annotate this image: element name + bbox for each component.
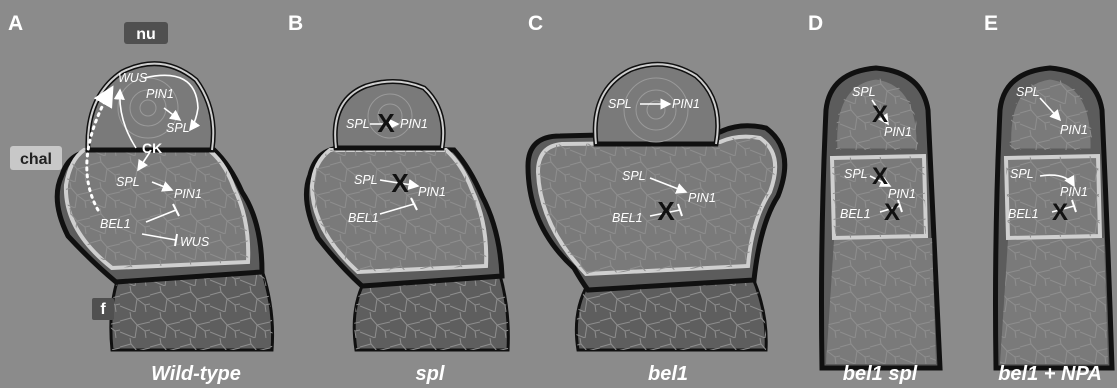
label-b-pin1-nu: PIN1 xyxy=(400,117,428,131)
block-b-nu: X xyxy=(377,108,395,138)
block-d-nu: X xyxy=(872,101,888,128)
label-d-pin1-nu: PIN1 xyxy=(884,125,912,139)
label-c-bel1: BEL1 xyxy=(612,211,643,225)
panel-a: nu chal f WUS PIN1 SPL CK SPL PIN1 BEL1 … xyxy=(10,22,273,350)
label-d-spl-ch: SPL xyxy=(844,167,868,181)
caption-e: bel1 + NPA xyxy=(998,363,1102,385)
chalaza-tag-text: chal xyxy=(20,151,52,168)
label-c-spl-nu: SPL xyxy=(608,97,632,111)
panel-letter-e: E xyxy=(984,12,998,35)
label-c-pin1-nu: PIN1 xyxy=(672,97,700,111)
block-e-ch: X xyxy=(1052,199,1068,226)
block-d-ch1: X xyxy=(872,163,888,190)
label-e-pin1-ch: PIN1 xyxy=(1060,185,1088,199)
label-e-bel1: BEL1 xyxy=(1008,207,1039,221)
block-c-ch: X xyxy=(657,196,675,226)
label-c-spl-ch: SPL xyxy=(622,169,646,183)
funiculus-tag-text: f xyxy=(100,301,106,318)
label-b-spl-ch: SPL xyxy=(354,173,378,187)
panel-letter-d: D xyxy=(808,12,823,35)
panel-d: SPL PIN1 SPL PIN1 BEL1 X X X xyxy=(822,68,941,368)
nucellus-tag-text: nu xyxy=(136,26,156,43)
label-a-ck: CK xyxy=(142,140,162,156)
label-b-pin1-ch: PIN1 xyxy=(418,185,446,199)
panel-c: SPL PIN1 SPL PIN1 BEL1 X xyxy=(528,64,785,350)
block-d-ch2: X xyxy=(884,199,900,226)
panel-letter-b: B xyxy=(288,12,303,35)
label-a-bel1: BEL1 xyxy=(100,217,131,231)
label-b-bel1: BEL1 xyxy=(348,211,379,225)
label-e-spl-ch: SPL xyxy=(1010,167,1034,181)
label-d-spl-nu: SPL xyxy=(852,85,876,99)
caption-c: bel1 xyxy=(648,363,688,385)
label-a-pin1-ch: PIN1 xyxy=(174,187,202,201)
panel-letter-a: A xyxy=(8,12,23,35)
panel-letter-c: C xyxy=(528,12,543,35)
block-b-ch: X xyxy=(391,168,409,198)
label-e-pin1-nu: PIN1 xyxy=(1060,123,1088,137)
label-d-bel1: BEL1 xyxy=(840,207,871,221)
caption-d: bel1 spl xyxy=(843,363,918,385)
label-a-wus-top: WUS xyxy=(118,71,148,85)
caption-b: spl xyxy=(416,363,445,385)
panel-b: SPL PIN1 SPL PIN1 BEL1 X X xyxy=(306,81,508,350)
label-a-spl-ch: SPL xyxy=(116,175,140,189)
label-a-pin1-nu: PIN1 xyxy=(146,87,174,101)
label-a-spl-nu: SPL xyxy=(166,121,190,135)
label-b-spl-nu: SPL xyxy=(346,117,370,131)
label-e-spl-nu: SPL xyxy=(1016,85,1040,99)
label-a-wus-bottom: WUS xyxy=(180,235,210,249)
caption-a: Wild-type xyxy=(151,363,241,385)
label-c-pin1-ch: PIN1 xyxy=(688,191,716,205)
panel-e: SPL PIN1 SPL PIN1 BEL1 X xyxy=(996,68,1113,368)
